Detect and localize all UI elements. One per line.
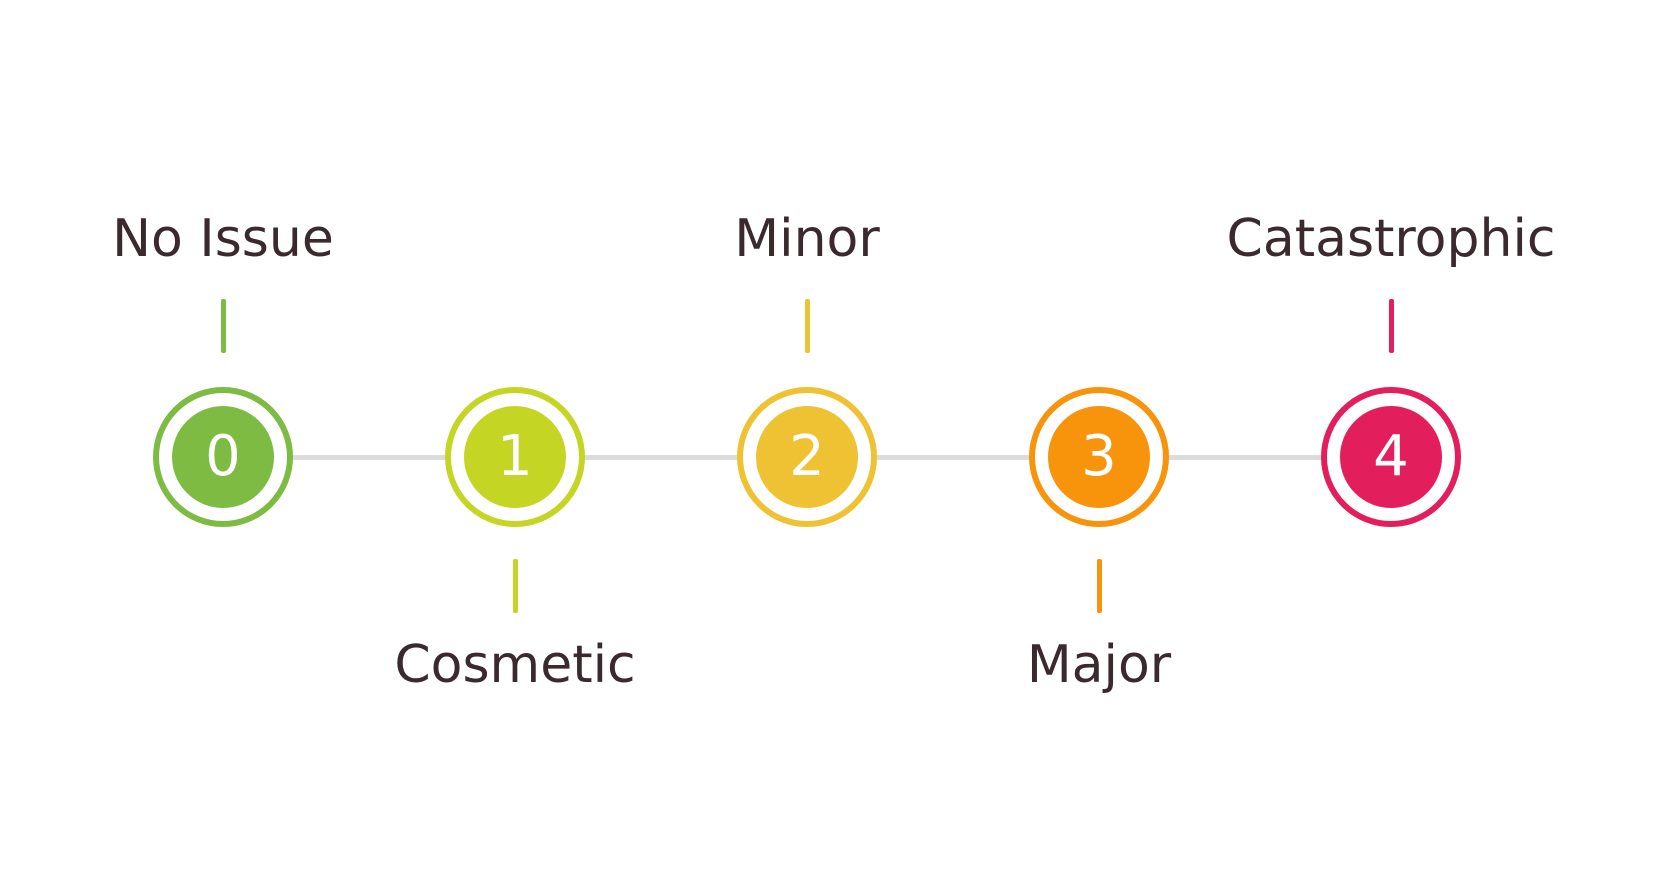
step-label: Catastrophic [1226, 209, 1556, 269]
step-label: No Issue [112, 209, 334, 269]
step-connector-tick [1388, 299, 1394, 353]
step-connector-tick [804, 299, 810, 353]
step-number-badge: 2 [756, 406, 858, 508]
step-label: Minor [734, 209, 880, 269]
step-number-badge: 0 [172, 406, 274, 508]
step-connector-tick [512, 559, 518, 613]
step-label: Major [1026, 635, 1172, 695]
step-label: Cosmetic [394, 635, 636, 695]
step-connector-tick [220, 299, 226, 353]
step-number-badge: 3 [1048, 406, 1150, 508]
step-connector-tick [1096, 559, 1102, 613]
step-number-badge: 4 [1340, 406, 1442, 508]
step-number-badge: 1 [464, 406, 566, 508]
